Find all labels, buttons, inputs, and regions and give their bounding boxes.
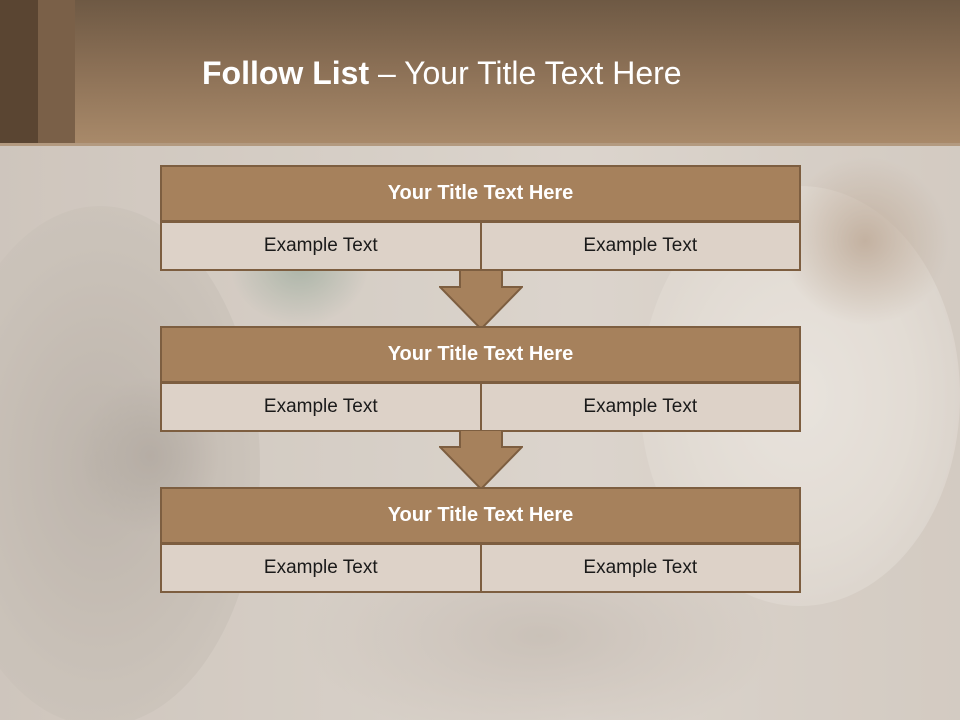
step-cell-left: Example Text bbox=[160, 543, 482, 593]
step-title: Your Title Text Here bbox=[160, 487, 801, 544]
header-band: Follow List – Your Title Text Here bbox=[0, 0, 960, 145]
slide-title: Follow List – Your Title Text Here bbox=[202, 55, 682, 92]
title-rest: – Your Title Text Here bbox=[369, 55, 682, 91]
step-row: Example Text Example Text bbox=[160, 382, 801, 432]
step-row: Example Text Example Text bbox=[160, 543, 801, 593]
step-box-2: Your Title Text Here Example Text Exampl… bbox=[160, 326, 801, 432]
header-rule bbox=[0, 143, 960, 146]
step-title: Your Title Text Here bbox=[160, 165, 801, 222]
header-stripe bbox=[38, 0, 75, 145]
title-bold: Follow List bbox=[202, 55, 370, 91]
step-cell-right: Example Text bbox=[481, 543, 801, 593]
header-stripe bbox=[0, 0, 38, 145]
down-arrow-icon bbox=[439, 270, 523, 330]
down-arrow-icon bbox=[439, 430, 523, 490]
step-cell-right: Example Text bbox=[481, 221, 801, 271]
step-cell-left: Example Text bbox=[160, 221, 482, 271]
step-cell-right: Example Text bbox=[481, 382, 801, 432]
step-title: Your Title Text Here bbox=[160, 326, 801, 383]
step-row: Example Text Example Text bbox=[160, 221, 801, 271]
step-cell-left: Example Text bbox=[160, 382, 482, 432]
step-box-1: Your Title Text Here Example Text Exampl… bbox=[160, 165, 801, 271]
step-box-3: Your Title Text Here Example Text Exampl… bbox=[160, 487, 801, 593]
